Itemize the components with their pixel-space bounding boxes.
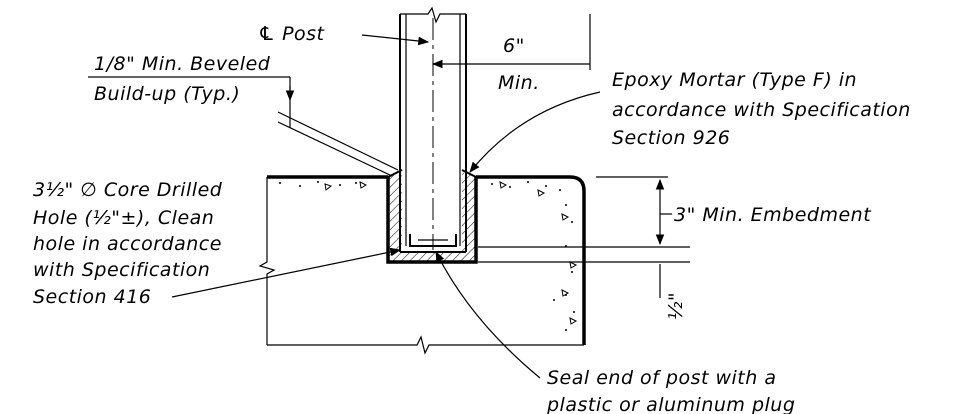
half-inch-label: ½" (665, 292, 687, 320)
embedment-label: 3" Min. Embedment (674, 204, 872, 226)
core-label-line3: hole in accordance (33, 233, 222, 255)
plug (409, 234, 457, 247)
bevel-label-line1: 1/8" Min. Beveled (94, 53, 271, 75)
min-label: Min. (498, 72, 540, 94)
core-label-line2: Hole (½"±), Clean (33, 207, 214, 229)
epoxy-label-line1: Epoxy Mortar (Type F) in (612, 69, 857, 91)
six-inch-dimension (431, 14, 591, 70)
six-inch-label: 6" (503, 35, 525, 57)
bevel-label-line2: Build-up (Typ.) (94, 83, 240, 105)
aggregate-texture (279, 181, 578, 331)
embedment-dimension (478, 176, 690, 298)
bevel-leader (88, 76, 399, 177)
core-label-line1: 3½" ∅ Core Drilled (33, 179, 223, 201)
core-label-line4: with Specification (33, 259, 210, 281)
cl-post-label: ℄ Post (258, 23, 326, 45)
post (399, 6, 467, 253)
epoxy-label-line2: accordance with Specification (612, 99, 911, 121)
seal-label-line2: plastic or aluminum plug (546, 394, 795, 414)
core-hole (386, 169, 478, 264)
seal-label-line1: Seal end of post with a (547, 367, 776, 389)
epoxy-label-line3: Section 926 (612, 127, 730, 149)
concrete-slab (258, 175, 586, 355)
core-label-line5: Section 416 (33, 286, 151, 308)
